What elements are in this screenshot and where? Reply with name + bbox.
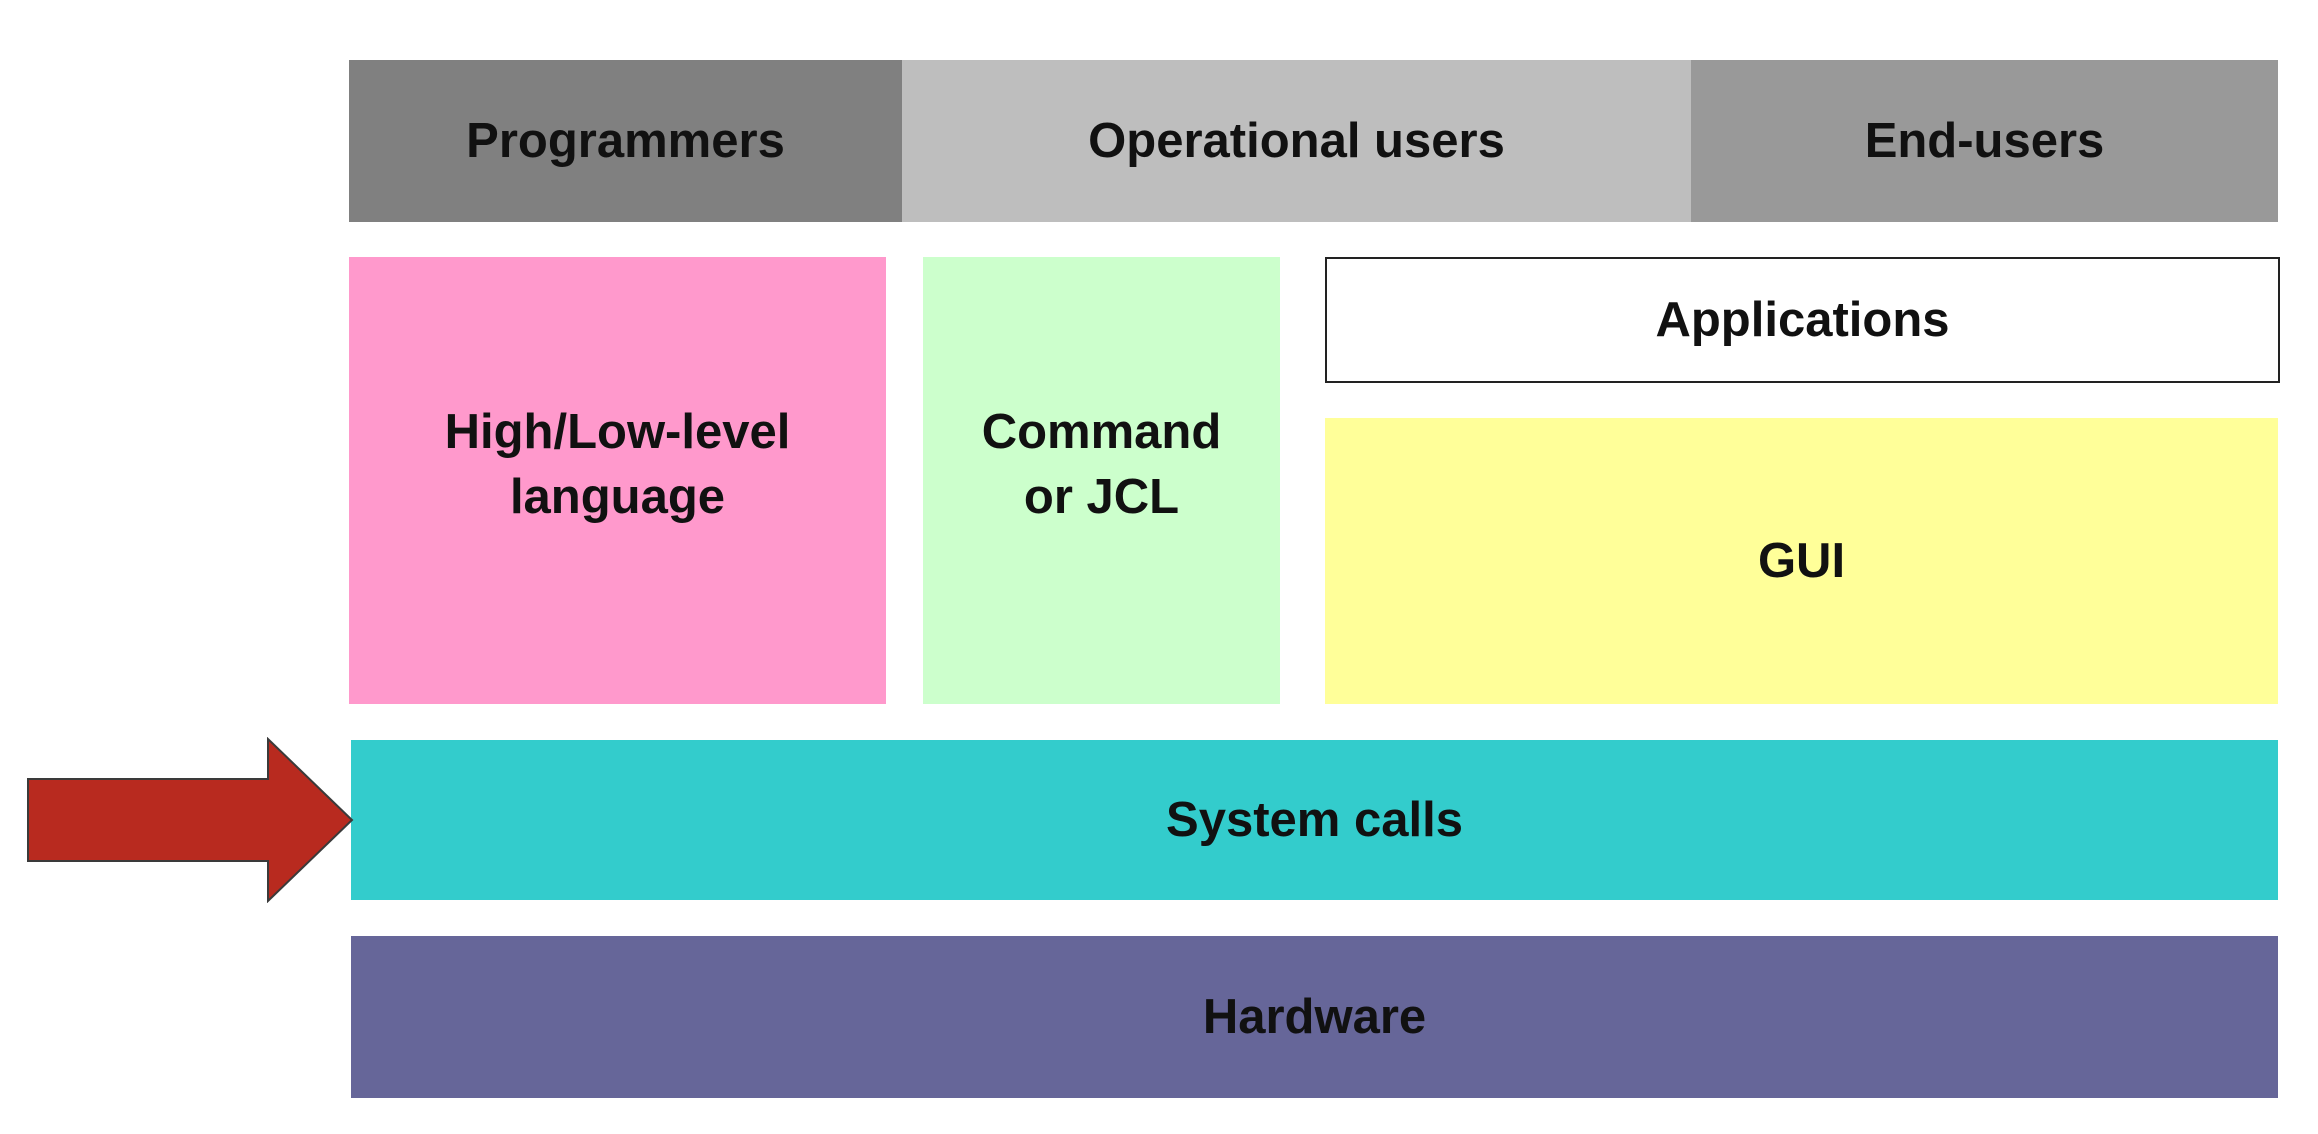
block-command-label: Command or JCL xyxy=(981,404,1222,524)
header-operational-users-label: Operational users xyxy=(1088,113,1505,168)
block-applications: Applications xyxy=(1325,257,2280,383)
header-end-users: End-users xyxy=(1691,60,2278,222)
block-gui: GUI xyxy=(1325,418,2278,704)
block-system-calls-label: System calls xyxy=(1166,792,1463,847)
right-arrow-icon xyxy=(27,737,354,903)
block-command-jcl: Command or JCL xyxy=(923,257,1280,704)
block-system-calls: System calls xyxy=(351,740,2278,900)
block-hardware-label: Hardware xyxy=(1202,989,1427,1044)
block-language: High/Low-level language xyxy=(349,257,886,704)
arrow-shape xyxy=(27,737,354,903)
header-programmers: Programmers xyxy=(349,60,902,222)
header-operational-users: Operational users xyxy=(902,60,1691,222)
block-applications-label: Applications xyxy=(1655,292,1950,347)
block-language-label: High/Low-level language xyxy=(444,404,791,524)
block-gui-label: GUI xyxy=(1757,533,1846,588)
block-hardware: Hardware xyxy=(351,936,2278,1098)
header-end-users-label: End-users xyxy=(1864,113,2105,168)
header-programmers-label: Programmers xyxy=(466,113,785,168)
